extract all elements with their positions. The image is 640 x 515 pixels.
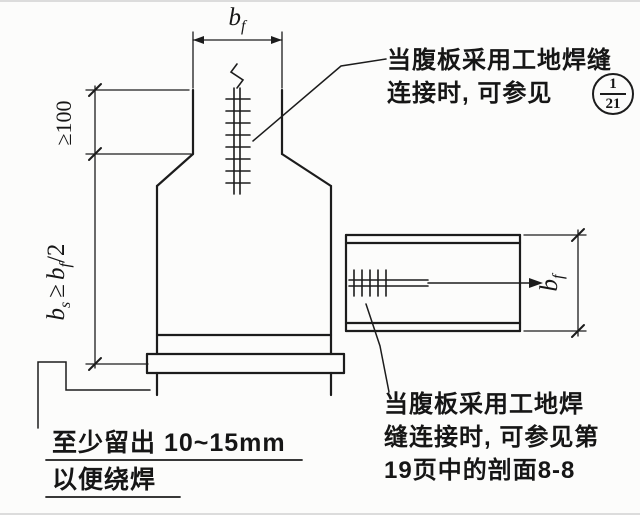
dim-symbol: b — [228, 4, 242, 31]
leader-top-note — [252, 58, 387, 142]
dim-label-bs-ge-bf-2: bs≥bf/2 — [43, 244, 75, 321]
ge-operator: ≥ — [43, 283, 70, 298]
note-line: 以便绕焊 — [52, 466, 157, 494]
dim-label-min-100: ≥100 — [51, 100, 76, 146]
detail-number: 1 — [599, 75, 627, 95]
leader-bottom-note — [365, 303, 390, 393]
dim-subscript: f — [550, 274, 567, 279]
dim-subscript: f — [57, 263, 74, 268]
note-line: 至少留出 10~15mm — [52, 429, 286, 457]
dim-symbol: b — [43, 267, 70, 280]
dim-label-bf-right: bf — [536, 275, 568, 292]
dim-subscript: f — [241, 18, 246, 35]
web-splice-bolts-horizontal — [348, 269, 543, 297]
note-line: 19页中的剖面8-8 — [384, 457, 576, 484]
note-underlines — [45, 459, 303, 498]
dim-arrow-right — [271, 36, 282, 44]
dim-symbol: b — [536, 278, 563, 292]
dim-fraction: /2 — [43, 243, 70, 264]
detail-callout-bubble: 1 21 — [592, 73, 634, 115]
note-weld-clearance: 至少留出 10~15mm 以便绕焊 — [52, 425, 286, 499]
dim-label-bf-top: bf — [229, 4, 246, 36]
dim-symbol: b — [43, 307, 70, 321]
break-symbol — [229, 63, 245, 89]
upper-column-outline — [155, 88, 333, 188]
note-line: 缝连接时, 可参见第 — [384, 424, 600, 451]
note-line: 当腹板采用工地焊 — [384, 391, 584, 418]
dim-arrow-left — [193, 36, 204, 44]
dimension-right-bf — [523, 228, 587, 338]
sheet-number: 21 — [605, 96, 621, 112]
note-line: 当腹板采用工地焊缝 — [387, 47, 612, 74]
web-splice-bolts-vertical — [225, 63, 251, 195]
dim-subscript: s — [57, 301, 74, 308]
dimension-left-chain — [85, 83, 192, 371]
leader-bottom-left-note — [37, 361, 151, 429]
note-web-field-weld-bottom: 当腹板采用工地焊 缝连接时, 可参见第 19页中的剖面8-8 — [384, 388, 599, 487]
dimension-top-bf — [192, 31, 283, 89]
web-line-arrowhead — [529, 278, 543, 288]
note-line: 连接时, 可参见 — [387, 80, 553, 107]
column-body-outline — [145, 184, 346, 397]
note-web-field-weld-top: 当腹板采用工地焊缝 连接时, 可参见 — [387, 44, 612, 110]
